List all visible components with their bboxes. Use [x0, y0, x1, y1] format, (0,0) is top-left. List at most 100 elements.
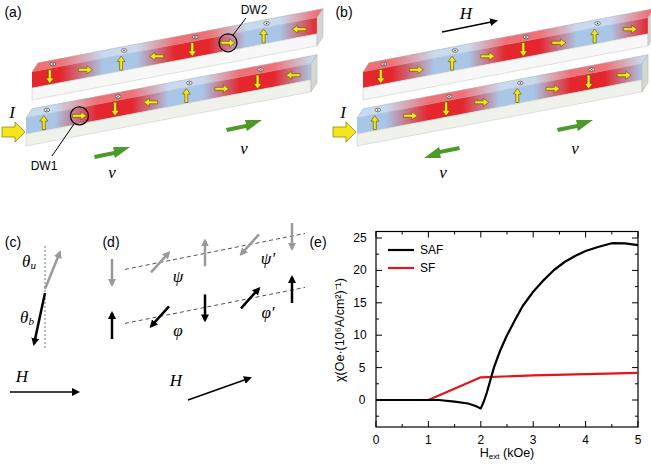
wall-circle	[70, 107, 88, 125]
panel-label: (b)	[335, 5, 352, 19]
field-arrow	[188, 378, 250, 400]
out-of-plane-mark	[44, 108, 50, 112]
tick	[632, 335, 638, 336]
out-of-plane-mark	[123, 50, 125, 52]
spin-arrow	[46, 70, 54, 84]
out-of-plane-mark	[121, 49, 127, 53]
velocity-label: v	[240, 140, 248, 157]
angle-label: θu	[22, 253, 36, 272]
out-of-plane-mark	[50, 62, 56, 66]
spin-arrow	[377, 70, 385, 84]
tick	[454, 232, 455, 235]
velocity-arrow	[557, 120, 593, 132]
tick	[480, 421, 481, 427]
spin-arrow	[215, 85, 229, 93]
wall-circle	[219, 34, 237, 52]
spin-arrow	[78, 66, 92, 74]
out-of-plane-mark	[454, 50, 456, 52]
out-of-plane-mark	[46, 109, 48, 111]
out-of-plane-mark	[266, 23, 268, 25]
spin-arrow	[111, 102, 119, 116]
spin-arrow	[254, 75, 262, 89]
velocity-label: v	[571, 140, 579, 157]
moment-arrow	[151, 252, 169, 272]
out-of-plane-mark	[525, 36, 528, 38]
tick	[376, 238, 382, 239]
field-label: H	[170, 372, 182, 389]
spin-arrow	[513, 89, 521, 103]
tick	[611, 232, 612, 235]
current-label: I	[9, 104, 15, 121]
tick	[402, 424, 403, 427]
angle-label: φ	[173, 321, 182, 338]
tick	[376, 254, 379, 255]
spin-arrow	[623, 25, 637, 33]
tick-label: 20	[353, 264, 366, 276]
moment-arrow	[111, 259, 114, 285]
tick	[376, 335, 382, 336]
tick	[376, 270, 382, 271]
panel-label: (d)	[102, 235, 119, 249]
out-of-plane-mark	[375, 108, 381, 112]
tick-label: 25	[353, 232, 366, 244]
panel-label: (c)	[5, 235, 21, 249]
field-label: H	[16, 368, 28, 385]
angle-label: φ′	[261, 303, 274, 320]
moment-arrow	[204, 240, 207, 266]
tick	[635, 319, 638, 320]
spin-arrow	[519, 43, 527, 57]
tick	[638, 232, 639, 238]
angle-label: ψ′	[261, 249, 275, 266]
out-of-plane-mark	[115, 95, 121, 99]
out-of-plane-mark	[381, 62, 387, 66]
current-arrow	[2, 122, 25, 142]
spin-arrow	[591, 29, 599, 43]
tick	[585, 232, 586, 238]
tick	[533, 232, 534, 238]
tick	[376, 319, 379, 320]
out-of-plane-mark	[524, 35, 530, 39]
spin-arrow	[260, 29, 268, 43]
tick	[376, 232, 377, 238]
lower-wire	[357, 55, 648, 146]
tick-label: 5	[359, 362, 366, 374]
moment-arrow	[34, 293, 45, 344]
tick	[611, 424, 612, 427]
tick	[376, 383, 379, 384]
wall-label: DW1	[31, 160, 58, 172]
tick	[428, 421, 429, 427]
tick	[480, 232, 481, 238]
out-of-plane-mark	[51, 63, 54, 65]
spin-arrow	[475, 98, 489, 106]
tick	[507, 232, 508, 235]
chart-frame	[376, 232, 638, 428]
leader-line	[233, 18, 246, 35]
tick	[638, 421, 639, 427]
moment-arrow	[45, 252, 60, 289]
legend-label: SAF	[420, 244, 443, 256]
leader-line	[52, 124, 74, 156]
tick	[428, 232, 429, 238]
dashed-line	[125, 287, 305, 323]
panel-label: (e)	[309, 235, 326, 249]
moment-arrow	[291, 223, 294, 249]
tick	[635, 383, 638, 384]
out-of-plane-mark	[187, 81, 193, 85]
moment-arrow	[204, 294, 207, 320]
out-of-plane-mark	[448, 96, 451, 98]
spin-arrow	[546, 85, 560, 93]
velocity-arrow	[94, 147, 130, 159]
field-label: H	[460, 5, 472, 22]
angle-label: ψ	[173, 267, 184, 284]
tick	[585, 421, 586, 427]
tick	[632, 270, 638, 271]
moment-arrows	[112, 223, 292, 339]
spin-arrow	[409, 66, 423, 74]
legend-line	[388, 249, 414, 251]
tick-label: 3	[530, 434, 537, 446]
legend-line	[388, 267, 414, 269]
field-arrow	[442, 21, 496, 32]
saf-curve	[376, 243, 638, 408]
tick	[632, 302, 638, 303]
